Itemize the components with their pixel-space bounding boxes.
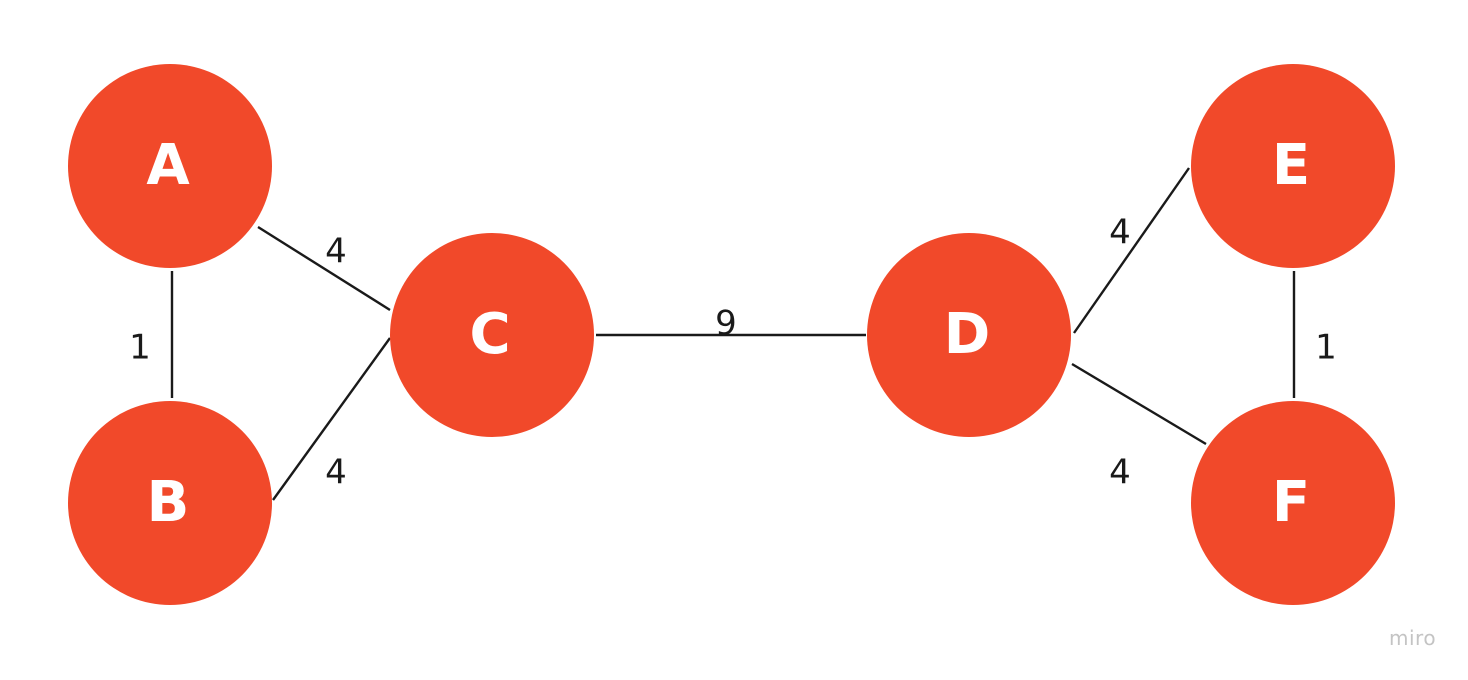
edge-weight-d-e: 4 bbox=[1109, 213, 1131, 253]
node-label-c: C bbox=[469, 302, 510, 367]
node-b: B bbox=[68, 401, 272, 605]
miro-watermark: miro bbox=[1389, 626, 1437, 650]
node-circle-e bbox=[1191, 64, 1395, 268]
node-label-b: B bbox=[147, 470, 190, 535]
node-label-a: A bbox=[146, 133, 190, 198]
node-circle-a bbox=[68, 64, 272, 268]
edge-weight-c-d: 9 bbox=[715, 304, 737, 344]
edge-weight-a-c: 4 bbox=[325, 232, 347, 272]
edge-weight-b-c: 4 bbox=[325, 453, 347, 493]
node-label-e: E bbox=[1272, 133, 1310, 198]
node-label-d: D bbox=[944, 302, 990, 367]
node-circle-c bbox=[390, 233, 594, 437]
edge-b-c bbox=[272, 337, 391, 501]
node-e: E bbox=[1191, 64, 1395, 268]
node-d: D bbox=[867, 233, 1071, 437]
edge-weight-d-f: 4 bbox=[1109, 453, 1131, 493]
edges-layer: 1 4 4 9 4 4 1 bbox=[129, 167, 1337, 501]
node-a: A bbox=[68, 64, 272, 268]
node-circle-d bbox=[867, 233, 1071, 437]
node-f: F bbox=[1191, 401, 1395, 605]
node-label-f: F bbox=[1272, 470, 1310, 535]
node-c: C bbox=[390, 233, 594, 437]
edge-d-e bbox=[1073, 167, 1190, 334]
node-circle-f bbox=[1191, 401, 1395, 605]
edge-d-f bbox=[1071, 362, 1207, 446]
node-circle-b bbox=[68, 401, 272, 605]
edge-a-c bbox=[257, 225, 391, 312]
edge-weight-a-b: 1 bbox=[129, 328, 151, 368]
edge-weight-e-f: 1 bbox=[1315, 328, 1337, 368]
nodes-layer: A B C D E F bbox=[68, 64, 1395, 605]
